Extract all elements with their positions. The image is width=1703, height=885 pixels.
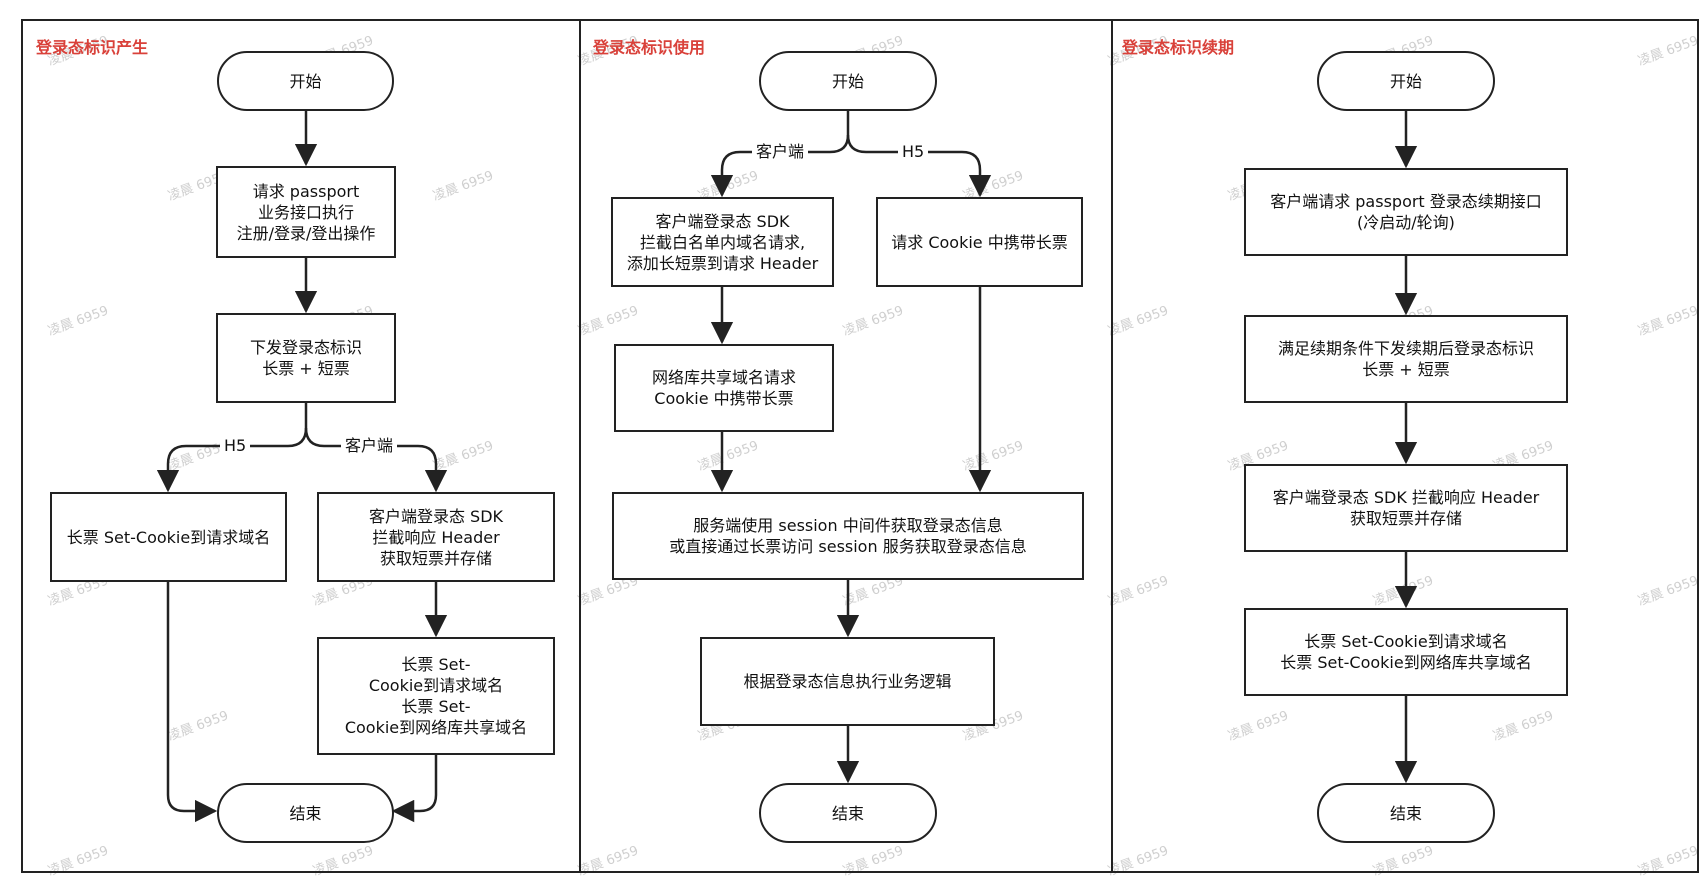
l3-issue-renewed-node: 满足续期条件下发续期后登录态标识 长票 + 短票 xyxy=(1244,315,1568,403)
l3-setcookie-both-node: 长票 Set-Cookie到请求域名 长票 Set-Cookie到网络库共享域名 xyxy=(1244,608,1568,696)
l1-request-passport-node: 请求 passport 业务接口执行 注册/登录/登出操作 xyxy=(216,166,396,258)
l1-edge-label-h5: H5 xyxy=(220,436,251,456)
l2-h5-cookie-node: 请求 Cookie 中携带长票 xyxy=(876,197,1083,287)
l2-server-session-node: 服务端使用 session 中间件获取登录态信息 或直接通过长票访问 sessi… xyxy=(612,492,1084,580)
l2-edge-label-client: 客户端 xyxy=(752,142,809,162)
l1-setcookie-both-node: 长票 Set- Cookie到请求域名 长票 Set- Cookie到网络库共享… xyxy=(317,637,555,755)
l2-business-logic-node: 根据登录态信息执行业务逻辑 xyxy=(700,637,995,726)
l3-end-node: 结束 xyxy=(1317,783,1495,843)
l1-client-sdk-node: 客户端登录态 SDK 拦截响应 Header 获取短票并存储 xyxy=(317,492,555,582)
edge-l1-setcookie-end xyxy=(391,755,438,823)
lane-title-generate: 登录态标识产生 xyxy=(36,38,149,57)
l2-end-node: 结束 xyxy=(759,783,937,843)
l3-client-sdk-node: 客户端登录态 SDK 拦截响应 Header 获取短票并存储 xyxy=(1244,464,1568,552)
lane-title-renew: 登录态标识续期 xyxy=(1122,38,1235,57)
l1-h5-setcookie-node: 长票 Set-Cookie到请求域名 xyxy=(50,492,287,582)
edge-l1-issue-client xyxy=(304,427,448,493)
l2-start-node: 开始 xyxy=(759,51,937,111)
l1-issue-token-node: 下发登录态标识 长票 + 短票 xyxy=(216,313,396,403)
l3-start-node: 开始 xyxy=(1317,51,1495,111)
lanes-outer-border xyxy=(21,19,1699,873)
lane-title-use: 登录态标识使用 xyxy=(593,38,706,57)
edge-l2-split-h5 xyxy=(846,134,992,198)
l1-edge-label-client: 客户端 xyxy=(341,436,398,456)
l1-end-node: 结束 xyxy=(217,783,394,843)
l2-netlib-request-node: 网络库共享域名请求 Cookie 中携带长票 xyxy=(614,344,834,432)
l3-renew-request-node: 客户端请求 passport 登录态续期接口 (冷启动/轮询) xyxy=(1244,168,1568,256)
l1-start-node: 开始 xyxy=(217,51,394,111)
l2-edge-label-h5: H5 xyxy=(898,142,929,162)
edge-l1-h5-end xyxy=(166,582,218,823)
l2-client-sdk-node: 客户端登录态 SDK 拦截白名单内域名请求, 添加长短票到请求 Header xyxy=(611,197,834,287)
